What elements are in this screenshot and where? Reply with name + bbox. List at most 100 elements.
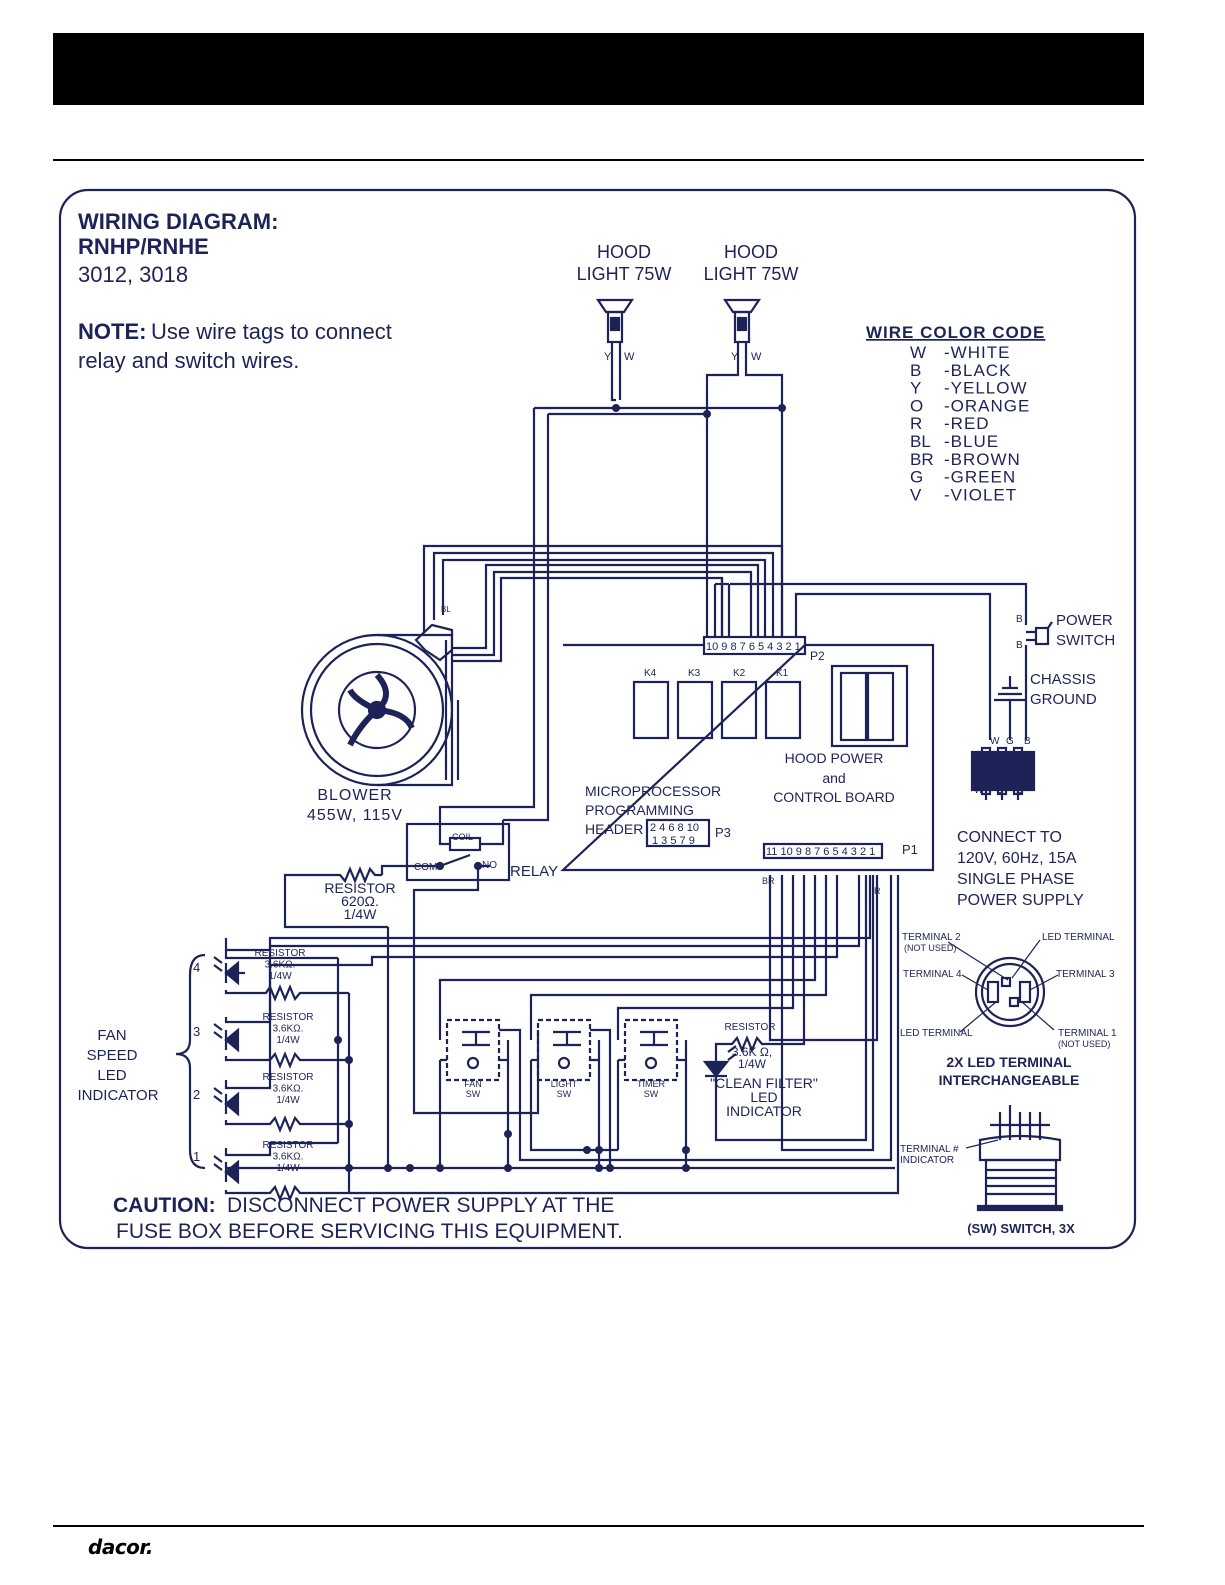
wire-code: Y — [910, 379, 921, 398]
hood-light-1-icon — [595, 298, 635, 344]
hood-light-1-line2: LIGHT 75W — [577, 264, 672, 284]
relay-k4-label: K4 — [644, 668, 657, 679]
fan-switch-line1: FAN — [464, 1079, 482, 1089]
wire-tag-w4: W — [974, 785, 984, 796]
wire-color-name: -BLACK — [944, 361, 1011, 380]
blower-line2: 455W, 115V — [307, 807, 403, 824]
header-rule — [53, 159, 1144, 161]
chassis-ground-line2: GROUND — [1030, 691, 1097, 708]
wire-code: W — [910, 343, 926, 362]
wire-tag-b2: B — [1016, 640, 1023, 651]
led-resistor-line2: 3.6KΩ. — [273, 1024, 304, 1035]
note-text-line2: relay and switch wires. — [78, 348, 299, 373]
led-resistor-line1: RESISTOR — [263, 1012, 314, 1023]
hood-light-2-icon — [722, 298, 762, 344]
relay-k1-label: K1 — [776, 668, 789, 679]
p1-pins: 11 10 9 8 7 6 5 4 3 2 1 — [766, 846, 875, 858]
transformer — [830, 664, 909, 748]
switch-side-icon — [965, 1105, 1064, 1212]
blower-icon — [300, 623, 460, 787]
led-resistor-line3: 1/4W — [276, 1095, 300, 1106]
header-pins-top: 2 4 6 8 10 — [650, 822, 699, 834]
timer-switch-line2: SW — [644, 1089, 659, 1099]
led-resistor-line3: 1/4W — [268, 971, 292, 982]
clean-filter-line3: INDICATOR — [726, 1103, 802, 1119]
wire-color-name: -BLUE — [944, 432, 999, 451]
wire-color-code-list: W-WHITEB-BLACKY-YELLOWO-ORANGER-REDBL-BL… — [910, 343, 1029, 504]
relay-k2-label: K2 — [733, 668, 746, 679]
wire-color-name: -BROWN — [944, 450, 1021, 469]
supply-line4: POWER SUPPLY — [957, 892, 1084, 909]
led-number-4: 4 — [193, 960, 200, 975]
chassis-ground-line1: CHASSIS — [1030, 671, 1096, 688]
terminal2-label: TERMINAL 2 — [902, 932, 961, 943]
terminal1-not-used: (NOT USED) — [1058, 1039, 1110, 1049]
footer-rule — [53, 1525, 1144, 1527]
blower-line1: BLOWER — [317, 787, 392, 804]
fan-speed-line4: INDICATOR — [77, 1087, 158, 1104]
relay-no-label: NO — [482, 860, 497, 871]
wire-code: O — [910, 396, 923, 415]
supply-line1: CONNECT TO — [957, 829, 1062, 846]
fan-speed-line2: SPEED — [87, 1047, 138, 1064]
relay-k3-label: K3 — [688, 668, 701, 679]
fan-speed-leds — [213, 875, 900, 1202]
relay-k4 — [632, 680, 670, 740]
p1-label: P1 — [902, 842, 918, 857]
wire-color-name: -VIOLET — [944, 485, 1017, 504]
wire-color-code-title: WIRE COLOR CODE — [866, 323, 1045, 342]
relay-coil-label: COIL — [452, 832, 473, 842]
timer-switch-line1: TIMER — [637, 1079, 665, 1089]
switches-wiring — [226, 875, 895, 1170]
wire-tag-b3: B — [1024, 736, 1031, 747]
wire-code: G — [910, 468, 923, 487]
hood-light-1-line1: HOOD — [597, 242, 651, 262]
fan-switch — [445, 1018, 501, 1082]
switch-indicator-line2: INDICATOR — [900, 1155, 954, 1166]
fan-speed-brace — [175, 953, 206, 1170]
wire-color-name: -RED — [944, 414, 990, 433]
clean-filter-line1: "CLEAN FILTER" — [710, 1075, 818, 1091]
fan-speed-line1: FAN — [97, 1027, 126, 1044]
light-switch-line1: LIGHT — [551, 1079, 578, 1089]
header-bar — [53, 33, 1144, 105]
wire-code: V — [910, 485, 922, 504]
wire-code: B — [910, 361, 921, 380]
diagram-title-line2: RNHP/RNHE — [78, 234, 209, 259]
wire-color-name: -WHITE — [944, 343, 1010, 362]
header-line1: MICROPROCESSOR — [585, 783, 721, 799]
board-line3: CONTROL BOARD — [773, 789, 895, 805]
light-switch-line2: SW — [557, 1089, 572, 1099]
power-switch-line2: SWITCH — [1056, 632, 1115, 649]
wire-tag-y1: Y — [604, 351, 612, 363]
switch-caption: (SW) SWITCH, 3X — [967, 1221, 1075, 1236]
diagram-title-line1: WIRING DIAGRAM: — [78, 209, 278, 234]
terminal4-label: TERMINAL 4 — [903, 969, 962, 980]
wire-code: BR — [910, 450, 934, 469]
hood-light-2-line1: HOOD — [724, 242, 778, 262]
led-number-2: 2 — [193, 1087, 200, 1102]
terminal1-label: TERMINAL 1 — [1058, 1028, 1117, 1039]
wire-tag-b1: B — [1016, 614, 1023, 625]
terminal-caption-line1: 2X LED TERMINAL — [946, 1054, 1072, 1070]
wire-tag-w2: W — [751, 351, 762, 363]
power-wires — [730, 582, 1028, 740]
wire-tag-w3: W — [990, 736, 1000, 747]
wire-color-name: -GREEN — [944, 468, 1016, 487]
terminal-block — [970, 746, 1036, 800]
relay-resistor-line2: 620Ω. — [341, 893, 379, 909]
led-resistor-line1: RESISTOR — [263, 1072, 314, 1083]
clean-filter-indicator — [702, 875, 868, 1142]
wire-color-name: -YELLOW — [944, 379, 1028, 398]
relay-resistor-line1: RESISTOR — [324, 880, 395, 896]
wire-code: BL — [910, 432, 931, 451]
relay-k3 — [676, 680, 714, 740]
led-number-1: 1 — [193, 1149, 200, 1164]
led-terminal-left-label: LED TERMINAL — [900, 1028, 973, 1039]
wire-code: R — [910, 414, 922, 433]
diagram-labels: WIRING DIAGRAM: RNHP/RNHE 3012, 3018 NOT… — [77, 209, 1117, 1243]
caution-label: CAUTION: — [113, 1194, 216, 1217]
p2-pins: 10 9 8 7 6 5 4 3 2 1 — [706, 641, 801, 653]
relay-com-label: COM — [414, 862, 437, 873]
board-line2: and — [822, 770, 845, 786]
